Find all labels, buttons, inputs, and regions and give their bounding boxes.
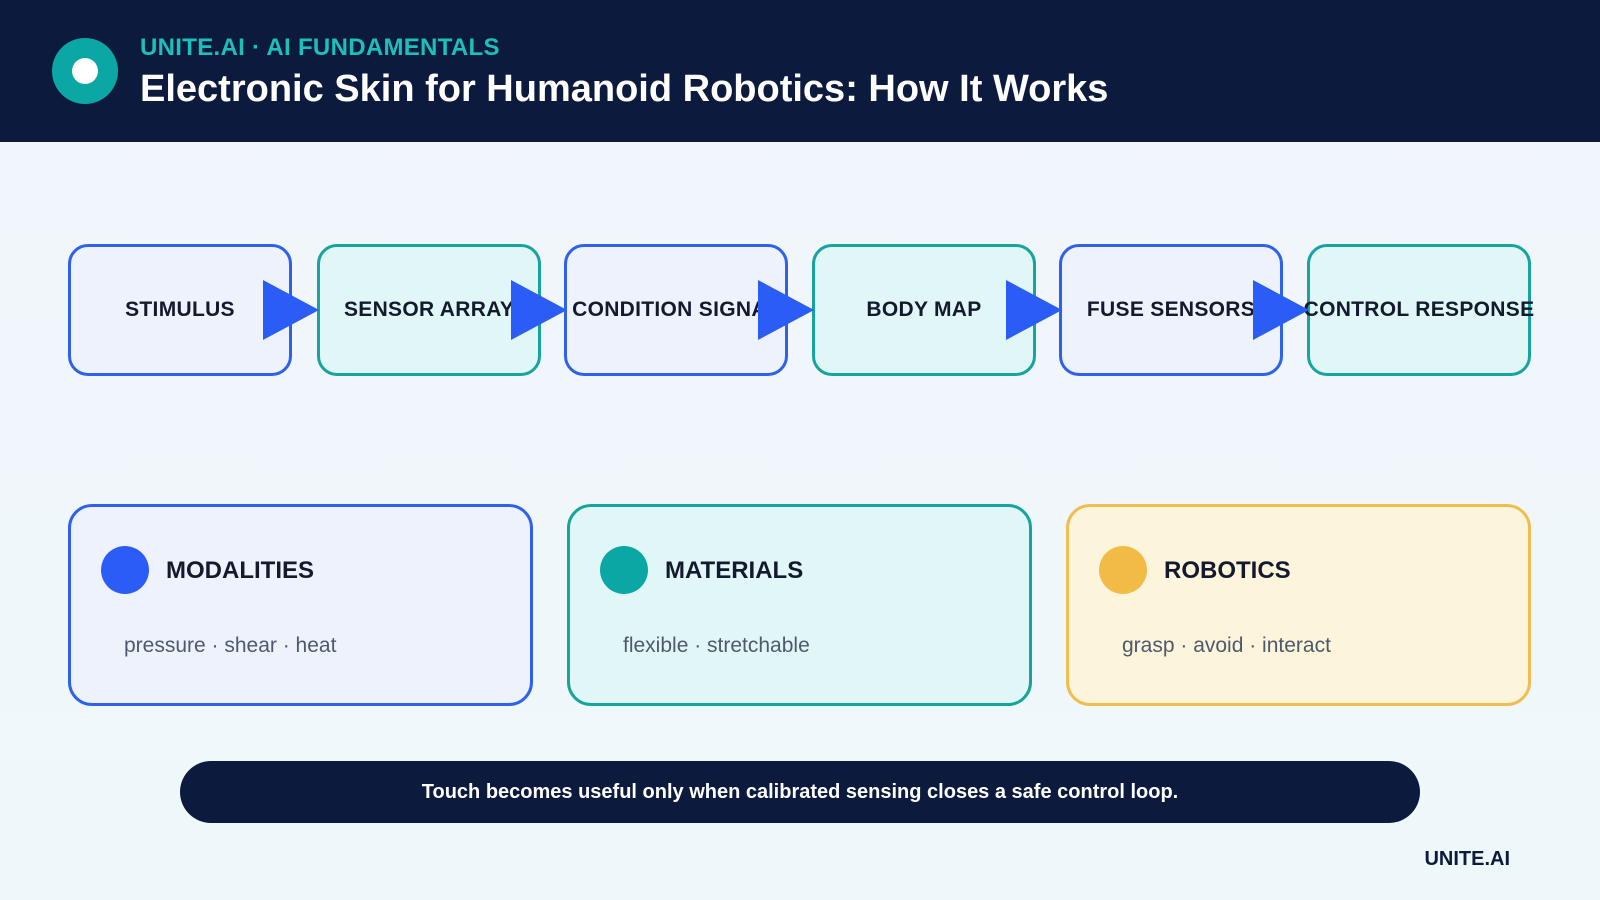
card-title: MATERIALS	[665, 557, 804, 584]
logo-center-dot	[72, 58, 98, 84]
card-subtitle: grasp · avoid · interact	[1122, 634, 1331, 657]
flow-step-sensor-array: SENSOR ARRAY	[317, 244, 541, 376]
page-title: Electronic Skin for Humanoid Robotics: H…	[140, 68, 1109, 110]
card-subtitle: flexible · stretchable	[623, 634, 810, 657]
header-bar: UNITE.AI · AI FUNDAMENTALS Electronic Sk…	[0, 0, 1600, 142]
ring-logo-icon	[52, 38, 118, 104]
flow-step-fuse-sensors: FUSE SENSORS	[1059, 244, 1283, 376]
flow-step-label: SENSOR ARRAY	[343, 298, 515, 321]
banner-text: Touch becomes useful only when calibrate…	[421, 780, 1179, 803]
flow-step-stimulus: STIMULUS	[68, 244, 292, 376]
card-robotics: ROBOTICS grasp · avoid · interact	[1066, 504, 1531, 706]
flow-step-control-response: CONTROL RESPONSE	[1304, 244, 1534, 376]
flow-step-label: BODY MAP	[866, 298, 982, 321]
header-kicker: UNITE.AI · AI FUNDAMENTALS	[140, 34, 500, 61]
amber-dot-icon	[1099, 546, 1147, 594]
arrow-right-icon	[511, 280, 567, 340]
card-title: MODALITIES	[166, 557, 314, 584]
flow-step-label: FUSE SENSORS	[1086, 298, 1256, 321]
summary-banner: Touch becomes useful only when calibrate…	[180, 761, 1420, 823]
flow-step-body-map: BODY MAP	[812, 244, 1036, 376]
blue-dot-icon	[101, 546, 149, 594]
flow-step-label: STIMULUS	[125, 298, 235, 321]
arrow-right-icon	[758, 280, 814, 340]
card-modalities: MODALITIES pressure · shear · heat	[68, 504, 533, 706]
card-subtitle: pressure · shear · heat	[124, 634, 337, 657]
arrow-right-icon	[1253, 280, 1309, 340]
flow-step-condition-signal: CONDITION SIGNAL	[564, 244, 788, 376]
flow-step-label: CONTROL RESPONSE	[1303, 298, 1535, 321]
teal-dot-icon	[600, 546, 648, 594]
flow-step-label: CONDITION SIGNAL	[572, 298, 780, 321]
card-materials: MATERIALS flexible · stretchable	[567, 504, 1032, 706]
arrow-right-icon	[1006, 280, 1062, 340]
footer-brand: UNITE.AI	[1424, 848, 1510, 870]
arrow-right-icon	[263, 280, 319, 340]
card-title: ROBOTICS	[1164, 557, 1291, 584]
